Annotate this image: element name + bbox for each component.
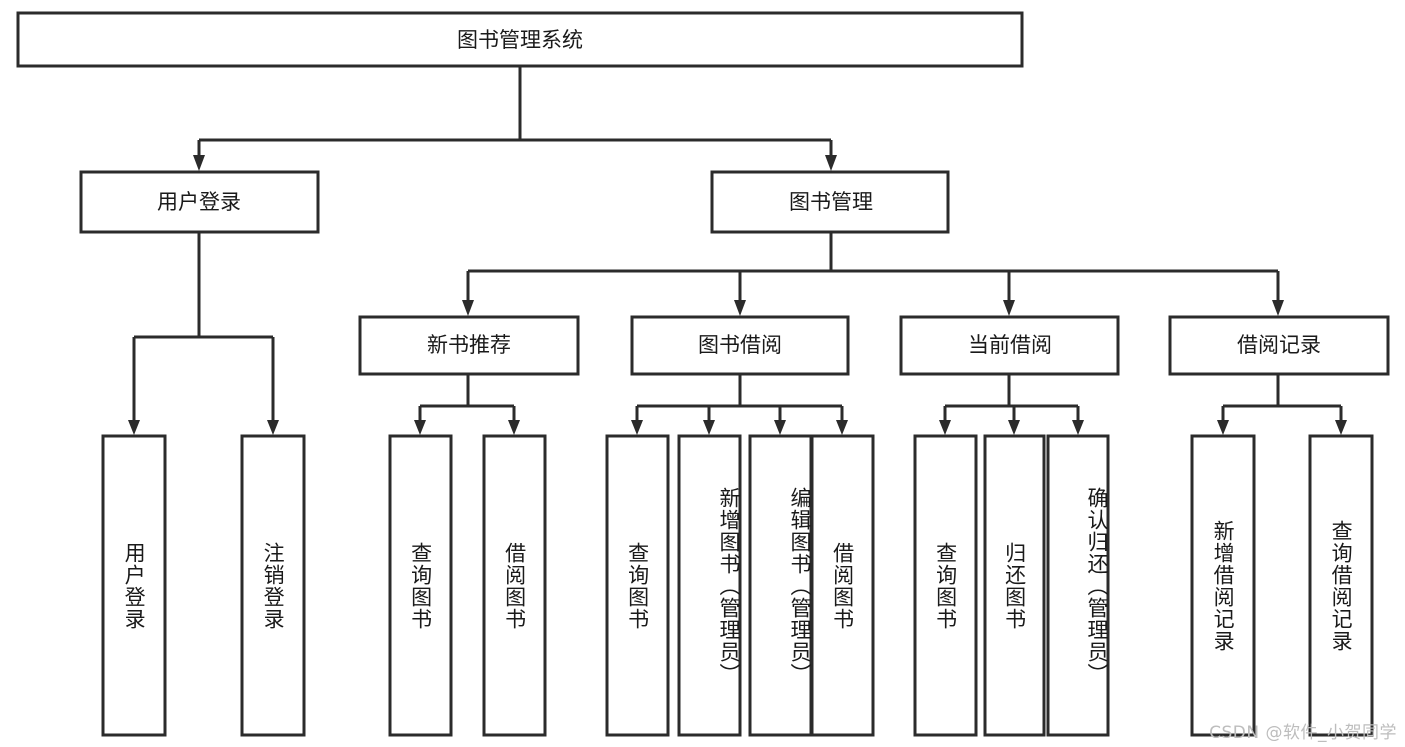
arrow-borrow-book-leaf2 bbox=[703, 420, 715, 435]
node-new-book-recommend-label: 新书推荐 bbox=[427, 333, 511, 357]
node-current-borrow[interactable]: 当前借阅 bbox=[899, 315, 1120, 376]
node-book-management-rect[interactable] bbox=[710, 170, 950, 234]
arrow-borrow-book-leaf1 bbox=[631, 420, 643, 435]
node-book-borrow-label: 图书借阅 bbox=[698, 333, 782, 357]
node-new-book-recommend-rect[interactable] bbox=[358, 315, 580, 376]
arrow-user-login-leaf1 bbox=[128, 420, 140, 435]
leaf-rect-edit-book-admin[interactable] bbox=[748, 434, 813, 737]
leaf-label-confirm-return-admin[interactable]: 确认归还（管理员） bbox=[1085, 486, 1109, 685]
leaf-label-edit-book-admin[interactable]: 编辑图书（管理员） bbox=[788, 486, 812, 685]
leaf-rect-query-book-2[interactable] bbox=[605, 434, 670, 737]
csdn-watermark: CSDN @软件_小贺同学 bbox=[1209, 723, 1397, 743]
connector-group-root bbox=[193, 66, 837, 171]
leaf-rect-add-book-admin[interactable] bbox=[677, 434, 742, 737]
node-current-borrow-rect[interactable] bbox=[899, 315, 1120, 376]
arrow-current-borrow-leaf2 bbox=[1008, 420, 1020, 435]
arrow-to-borrow-record bbox=[1272, 300, 1284, 316]
node-book-management[interactable]: 图书管理 bbox=[710, 170, 950, 234]
node-borrow-record[interactable]: 借阅记录 bbox=[1168, 315, 1390, 376]
node-book-borrow-rect[interactable] bbox=[630, 315, 850, 376]
node-book-management-label: 图书管理 bbox=[789, 190, 873, 214]
arrow-root-to-user-login bbox=[193, 155, 205, 171]
connector-group-new-book bbox=[414, 374, 520, 435]
leaf-rect-confirm-return-admin[interactable] bbox=[1046, 434, 1110, 737]
leaf-label-borrow-book-1[interactable]: 借阅图书 bbox=[502, 541, 527, 630]
arrow-user-login-leaf2 bbox=[267, 420, 279, 435]
arrow-root-to-book-mgmt bbox=[825, 155, 837, 171]
arrow-new-book-leaf2 bbox=[508, 420, 520, 435]
arrow-borrow-record-leaf2 bbox=[1335, 420, 1347, 435]
leaf-rect-borrow-book-2[interactable] bbox=[810, 434, 875, 737]
node-root-label: 图书管理系统 bbox=[457, 28, 583, 52]
leaf-rect-logout[interactable] bbox=[240, 434, 306, 737]
node-user-login-label: 用户登录 bbox=[157, 190, 241, 214]
leaf-rect-return-book[interactable] bbox=[983, 434, 1046, 737]
leaf-label-add-book-admin[interactable]: 新增图书（管理员） bbox=[717, 486, 741, 685]
node-root-book-management-system[interactable]: 图书管理系统 bbox=[16, 11, 1024, 68]
leaf-box-group bbox=[101, 434, 1374, 737]
leaf-label-user-login[interactable]: 用户登录 bbox=[122, 541, 147, 630]
connector-group-borrow-book bbox=[631, 374, 848, 435]
leaf-rect-borrow-book-1[interactable] bbox=[482, 434, 547, 737]
arrow-borrow-book-leaf4 bbox=[836, 420, 848, 435]
arrow-to-borrow-book bbox=[734, 300, 746, 316]
node-borrow-record-rect[interactable] bbox=[1168, 315, 1390, 376]
leaf-rect-add-borrow-record[interactable] bbox=[1190, 434, 1256, 737]
leaf-label-query-book-1[interactable]: 查询图书 bbox=[408, 541, 433, 630]
leaf-label-logout[interactable]: 注销登录 bbox=[261, 541, 286, 630]
leaf-label-return-book[interactable]: 归还图书 bbox=[1002, 541, 1027, 630]
node-user-login[interactable]: 用户登录 bbox=[79, 170, 320, 234]
connector-group-user-login bbox=[128, 232, 279, 435]
leaf-label-query-book-3[interactable]: 查询图书 bbox=[933, 541, 958, 630]
node-book-borrow[interactable]: 图书借阅 bbox=[630, 315, 850, 376]
arrow-borrow-record-leaf1 bbox=[1217, 420, 1229, 435]
node-new-book-recommend[interactable]: 新书推荐 bbox=[358, 315, 580, 376]
leaf-label-query-book-2[interactable]: 查询图书 bbox=[625, 541, 650, 630]
node-current-borrow-label: 当前借阅 bbox=[968, 333, 1052, 357]
connector-group-current-borrow bbox=[939, 374, 1084, 435]
arrow-current-borrow-leaf3 bbox=[1072, 420, 1084, 435]
arrow-borrow-book-leaf3 bbox=[774, 420, 786, 435]
leaf-rect-query-book-3[interactable] bbox=[913, 434, 978, 737]
arrow-to-new-book bbox=[462, 300, 474, 316]
leaf-rect-query-borrow-record[interactable] bbox=[1308, 434, 1374, 737]
leaf-rect-user-login[interactable] bbox=[101, 434, 167, 737]
node-borrow-record-label: 借阅记录 bbox=[1237, 333, 1321, 357]
connector-group-book-mgmt bbox=[462, 232, 1284, 316]
connector-group-borrow-record bbox=[1217, 374, 1347, 435]
leaf-label-borrow-book-2[interactable]: 借阅图书 bbox=[830, 541, 855, 630]
node-user-login-rect[interactable] bbox=[79, 170, 320, 234]
arrow-current-borrow-leaf1 bbox=[939, 420, 951, 435]
leaf-label-query-borrow-record[interactable]: 查询借阅记录 bbox=[1329, 519, 1354, 652]
arrow-new-book-leaf1 bbox=[414, 420, 426, 435]
leaf-rect-query-book-1[interactable] bbox=[388, 434, 453, 737]
arrow-to-current-borrow bbox=[1003, 300, 1015, 316]
node-root-rect[interactable] bbox=[16, 11, 1024, 68]
leaf-label-add-borrow-record[interactable]: 新增借阅记录 bbox=[1211, 519, 1236, 652]
